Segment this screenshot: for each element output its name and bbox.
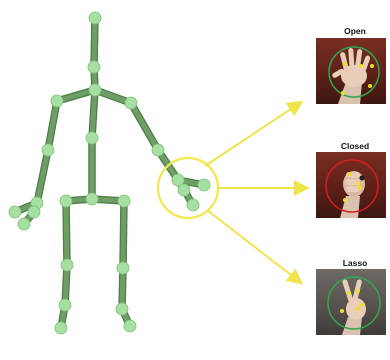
arrow-to-lasso: [207, 210, 300, 282]
open-hand-icon: [316, 38, 386, 104]
lasso-hand-panel: [316, 269, 386, 335]
closed-label: Closed: [310, 141, 390, 151]
open-hand-panel: [316, 38, 386, 104]
lasso-label: Lasso: [310, 258, 390, 268]
closed-fist-icon: [316, 152, 386, 218]
lasso-hand-icon: [316, 269, 386, 335]
hand-highlight-circle: [158, 158, 218, 218]
open-label: Open: [310, 26, 390, 36]
closed-hand-panel: [316, 152, 386, 218]
arrow-to-open: [205, 103, 300, 166]
